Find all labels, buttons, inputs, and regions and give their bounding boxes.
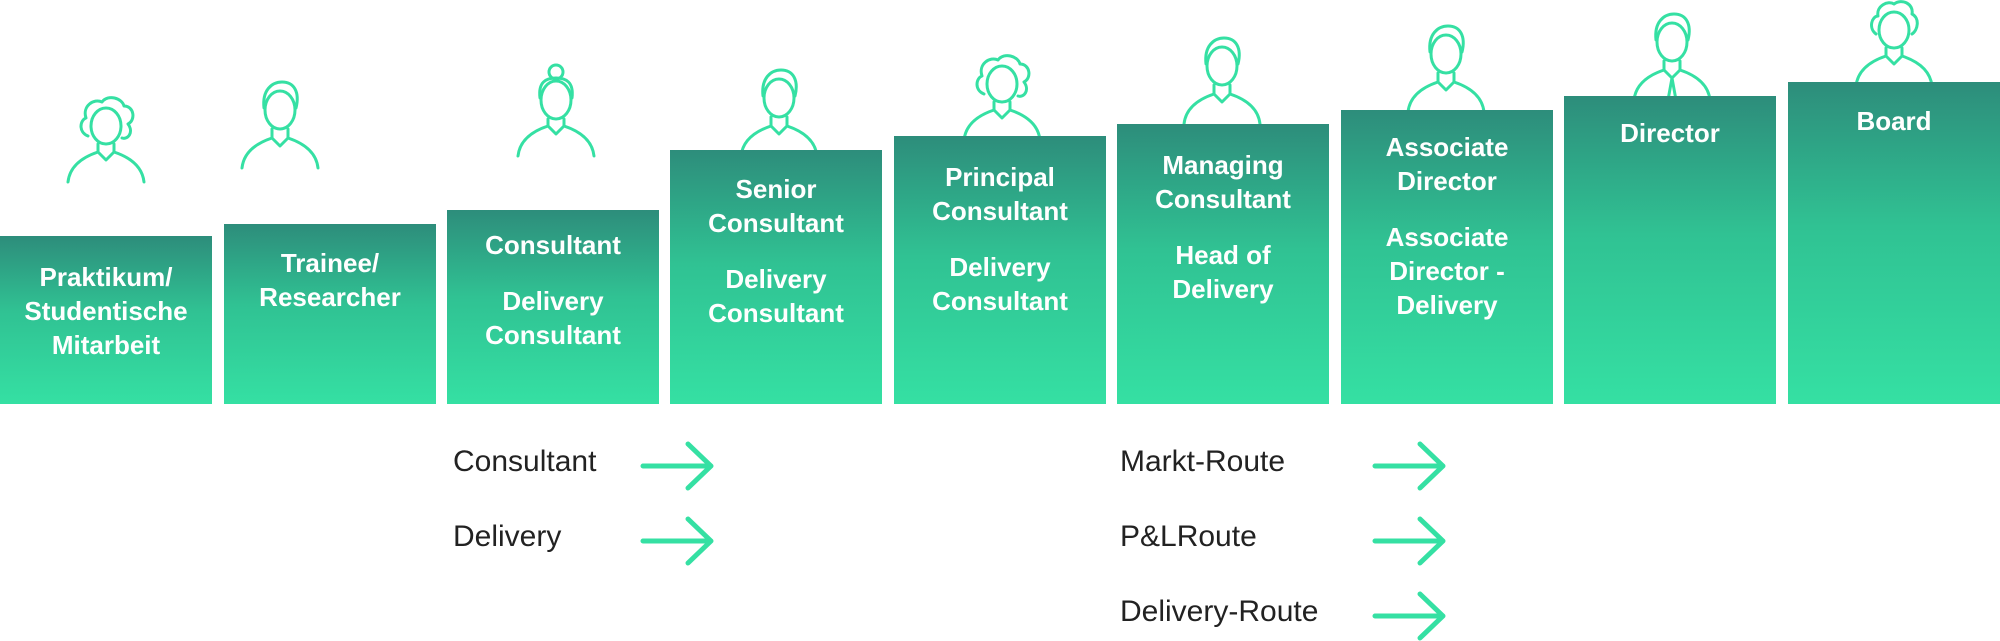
person-icon: [240, 80, 320, 170]
arrow-right-icon: [1372, 591, 1448, 641]
step-managing: Managing Consultant Head of Delivery: [1117, 124, 1329, 404]
step-trainee-text: Trainee/ Researcher: [224, 246, 436, 314]
step-consultant-text: Consultant Delivery Consultant: [447, 228, 659, 352]
step-praktikum-text: Praktikum/ Studentische Mitarbeit: [0, 260, 212, 362]
route-label-delivery: Delivery: [453, 520, 562, 553]
step-managing-title: Managing Consultant: [1155, 150, 1291, 214]
step-praktikum: Praktikum/ Studentische Mitarbeit: [0, 236, 212, 404]
route-label-markt: Markt-Route: [1120, 445, 1286, 478]
avatar-senior: [731, 62, 827, 158]
step-principal-text: Principal Consultant Delivery Consultant: [894, 160, 1106, 318]
arrow-right-icon: [640, 516, 716, 566]
step-trainee: Trainee/ Researcher: [224, 224, 436, 404]
step-principal-subtitle: Delivery Consultant: [932, 252, 1068, 316]
step-trainee-title: Trainee/ Researcher: [259, 248, 401, 312]
route-label-consultant: Consultant: [453, 445, 597, 478]
avatar-director: [1624, 6, 1720, 102]
arrow-right-icon: [1372, 516, 1448, 566]
avatar-associate: [1398, 18, 1494, 114]
person-curly-hair-icon: [962, 54, 1042, 142]
route-label-delivery-route: Delivery-Route: [1120, 595, 1319, 628]
person-tie-icon: [1632, 12, 1712, 102]
step-senior-title: Senior Consultant: [708, 174, 844, 238]
avatar-board: [1846, 0, 1942, 88]
avatar-praktikum: [58, 88, 154, 184]
step-principal-title: Principal Consultant: [932, 162, 1068, 226]
step-senior-text: Senior Consultant Delivery Consultant: [670, 172, 882, 330]
step-praktikum-title: Praktikum/ Studentische Mitarbeit: [24, 262, 188, 360]
person-curly-hair-icon: [66, 96, 146, 184]
step-board: Board: [1788, 82, 2000, 404]
step-principal: Principal Consultant Delivery Consultant: [894, 136, 1106, 404]
step-associate: Associate Director Associate Director - …: [1341, 110, 1553, 404]
step-director-title: Director: [1620, 118, 1720, 148]
step-managing-text: Managing Consultant Head of Delivery: [1117, 148, 1329, 306]
step-managing-subtitle: Head of Delivery: [1172, 240, 1274, 304]
avatar-consultant: [508, 62, 604, 158]
person-icon: [1182, 36, 1262, 126]
avatar-principal: [954, 46, 1050, 142]
step-consultant: Consultant Delivery Consultant: [447, 210, 659, 404]
step-associate-title: Associate Director: [1385, 132, 1509, 196]
step-associate-subtitle: Associate Director - Delivery: [1385, 222, 1509, 320]
route-label-pl: P&LRoute: [1120, 520, 1257, 553]
step-board-text: Board: [1788, 104, 2000, 138]
person-icon: [1406, 24, 1486, 114]
step-senior-subtitle: Delivery Consultant: [708, 264, 844, 328]
step-senior: Senior Consultant Delivery Consultant: [670, 150, 882, 404]
step-consultant-title: Consultant: [485, 230, 621, 260]
step-associate-text: Associate Director Associate Director - …: [1341, 130, 1553, 322]
arrow-right-icon: [640, 441, 716, 491]
person-curly-hair-icon: [1854, 0, 1934, 88]
step-board-title: Board: [1856, 106, 1932, 136]
person-icon: [739, 68, 819, 158]
avatar-trainee: [232, 74, 328, 170]
step-consultant-subtitle: Delivery Consultant: [485, 286, 621, 350]
step-director: Director: [1564, 96, 1776, 404]
avatar-managing: [1174, 30, 1270, 126]
arrow-right-icon: [1372, 441, 1448, 491]
step-director-text: Director: [1564, 116, 1776, 150]
person-bun-icon: [516, 63, 596, 158]
